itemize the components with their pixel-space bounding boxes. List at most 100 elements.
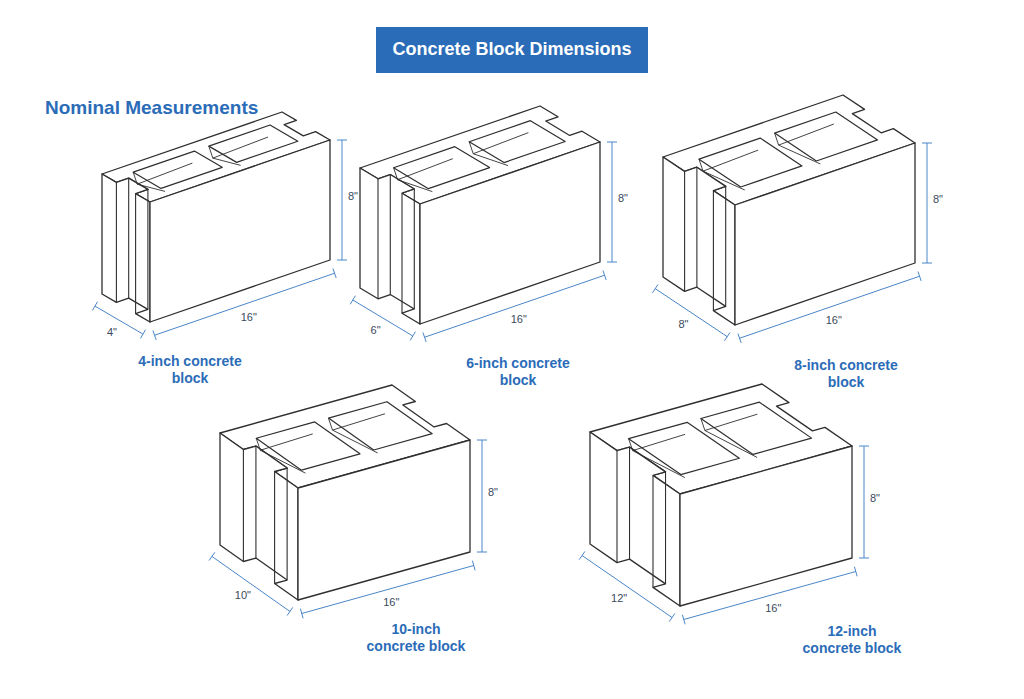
core-inner-edge (137, 184, 165, 191)
dimension-label: 6" (370, 324, 382, 336)
concrete-block (350, 106, 617, 342)
dimension-tick (922, 143, 932, 144)
dimension-tick (350, 296, 355, 305)
core-inner-edge (629, 434, 685, 450)
dimension-tick (209, 552, 215, 560)
dimension-tick (652, 284, 658, 292)
groove-edge (725, 186, 726, 306)
core-inner-edge (699, 150, 758, 171)
dimension-label: 16" (240, 311, 258, 323)
block-core (775, 112, 878, 161)
dimension-tick (724, 332, 730, 340)
dimension-label: 8" (932, 193, 944, 205)
block-core (469, 121, 565, 163)
groove-edge (135, 194, 136, 314)
core-inner-edge (260, 450, 305, 473)
dimension-line (612, 142, 613, 262)
dimension-tick (854, 567, 857, 577)
dimension-label: 16" (382, 596, 400, 608)
block-core (701, 402, 812, 454)
dimension-tick (410, 332, 415, 341)
core-inner-edge (469, 133, 528, 154)
concrete-block (92, 112, 347, 340)
groove-edge (652, 475, 653, 587)
groove-edge (696, 167, 697, 287)
dimension-label: 8" (869, 492, 881, 504)
groove-edge (287, 468, 288, 580)
core-inner-edge (256, 434, 312, 450)
dimension-line (582, 556, 672, 618)
core-inner-edge (705, 430, 757, 457)
dimension-label: 8" (677, 318, 689, 330)
groove-edge (390, 175, 391, 295)
dimension-label: 4" (106, 326, 118, 338)
block-core (699, 138, 802, 187)
dimension-tick (92, 302, 97, 311)
dimension-tick (423, 333, 426, 342)
block-caption: 8-inch concrete block (792, 357, 900, 392)
groove-edge (616, 451, 617, 563)
dimension-tick (337, 260, 347, 261)
block-caption: 4-inch concrete block (136, 353, 244, 388)
block-end (663, 157, 735, 325)
concrete-block (579, 384, 869, 624)
groove-edge (243, 450, 244, 562)
dimension-tick (922, 263, 932, 264)
dimension-label: 8" (347, 190, 359, 202)
dimension-line (482, 440, 483, 552)
dimension-tick (859, 446, 869, 447)
core-inner-edge (473, 154, 508, 166)
dimension-tick (603, 271, 606, 280)
groove-edge (629, 447, 630, 559)
core-inner-edge (633, 451, 685, 478)
dimension-line (425, 275, 605, 337)
dimension-label: 16" (825, 314, 843, 326)
core-inner-edge (328, 414, 384, 430)
groove-edge (274, 472, 275, 584)
core-inner-edge (701, 414, 757, 430)
concrete-block (209, 385, 487, 618)
dimension-tick (153, 331, 156, 340)
dimension-label: 16" (510, 313, 528, 325)
core-inner-edge (775, 124, 834, 145)
dimension-tick (918, 272, 921, 281)
core-inner-edge (209, 137, 268, 158)
groove-edge (116, 182, 117, 302)
core-inner-edge (394, 159, 453, 180)
dimension-line (342, 140, 343, 260)
core-inner-edge (332, 430, 377, 453)
dimension-line (353, 300, 413, 336)
dimension-tick (300, 609, 303, 619)
groove-edge (147, 189, 148, 309)
dimension-label: 8" (487, 486, 499, 498)
core-inner-edge (703, 171, 745, 190)
groove-edge (414, 189, 415, 309)
core-inner-edge (398, 180, 433, 192)
groove-edge (684, 171, 685, 291)
block-face (680, 446, 852, 606)
dimension-line (864, 446, 865, 558)
block-core (209, 125, 298, 162)
dimension-label: 8" (617, 192, 629, 204)
groove-edge (713, 191, 714, 311)
dimension-tick (579, 551, 585, 559)
dimension-tick (287, 607, 293, 615)
block-core (133, 151, 222, 188)
block-core (328, 402, 432, 450)
dimension-tick (682, 615, 685, 625)
dimension-label: 10" (234, 589, 252, 601)
dimension-line (684, 571, 856, 619)
core-inner-edge (779, 145, 821, 164)
dimension-tick (607, 262, 617, 263)
block-caption: 10-inch concrete block (362, 621, 470, 656)
block-end (102, 174, 150, 322)
title-banner: Concrete Block Dimensions (376, 27, 647, 73)
core-inner-edge (213, 158, 241, 165)
dimension-tick (140, 330, 145, 339)
dimension-tick (669, 613, 675, 621)
dimension-tick (472, 561, 475, 571)
groove-edge (128, 178, 129, 298)
groove-edge (665, 472, 666, 584)
dimension-tick (333, 269, 336, 278)
dimension-tick (337, 140, 347, 141)
